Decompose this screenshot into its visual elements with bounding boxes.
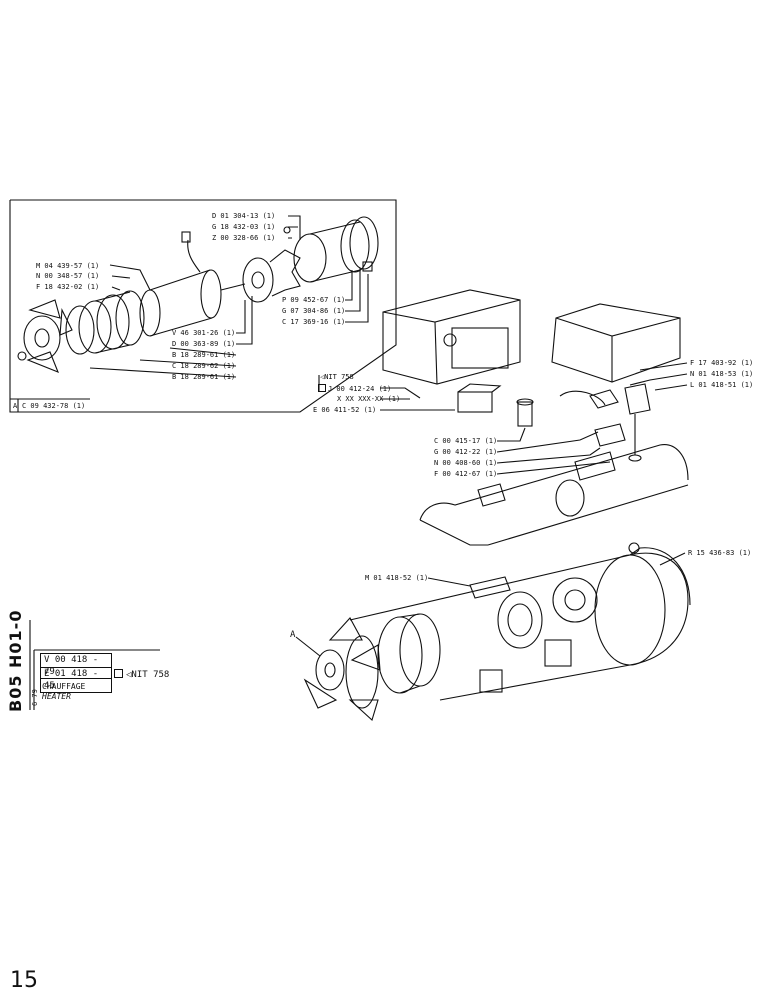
inset-part-p09452: P 09 452-67 (1)	[282, 296, 346, 304]
inset-part-z00328: Z 00 328-66 (1)	[212, 234, 276, 242]
part-l01418: L 01 418-51 (1)	[690, 381, 754, 389]
part-r15436: R 15 436-83 (1)	[688, 549, 752, 557]
main-heater-assembly	[295, 289, 691, 721]
nit-note-top-text: NIT 758	[324, 373, 354, 381]
inset-part-f18432: F 18 432-02 (1)	[36, 283, 100, 291]
inset-fan-motor	[17, 215, 379, 378]
part-f17403: F 17 403-92 (1)	[690, 359, 754, 367]
part-j00412-text: J 00 412-24 (1)	[328, 385, 392, 393]
part-j00412: J 00 412-24 (1)	[318, 384, 391, 393]
inset-part-c18289: C 18 289-62 (1)	[172, 362, 236, 370]
drawing-code: B05 H01-0	[6, 609, 25, 712]
part-c00415: C 00 415-17 (1)	[434, 437, 498, 445]
boxed-marker-icon	[318, 384, 326, 392]
ref-e01418: E 01 418 - 45	[40, 667, 112, 693]
inset-part-v46301: V 46 301-26 (1)	[172, 329, 236, 337]
ref-v00418: V 00 418 - 79	[40, 653, 112, 679]
assembly-a-label: A	[290, 630, 296, 640]
inset-part-g18432: G 18 432-03 (1)	[212, 223, 276, 231]
part-f00412: F 00 412-67 (1)	[434, 470, 498, 478]
part-e06411: E 06 411-52 (1)	[313, 406, 377, 414]
inset-part-m04439: M 04 439-57 (1)	[36, 262, 100, 270]
inset-corner-letter: A	[13, 402, 18, 410]
inset-frame	[9, 199, 397, 413]
nit-note-title: ◁NIT 758	[114, 669, 169, 680]
part-m01418: M 01 418-52 (1)	[365, 574, 429, 582]
nit-note-title-text: NIT 758	[131, 670, 170, 680]
inset-part-d00363: D 00 363-89 (1)	[172, 340, 236, 348]
title-english: HEATER	[42, 692, 71, 701]
inset-part-b18289-a: B 18 289-61 (1)	[172, 351, 236, 359]
boxed-marker-icon	[114, 669, 123, 678]
inset-assembly-ref: C 09 432-78 (1)	[22, 402, 86, 410]
title-french: CHAUFFAGE	[42, 682, 86, 691]
part-xxx: X XX XXX-XX (1)	[337, 395, 401, 403]
part-n01418: N 01 418-53 (1)	[690, 370, 754, 378]
nit-note-top: ◁NIT 758	[320, 373, 354, 381]
inset-part-d01304: D 01 304-13 (1)	[212, 212, 276, 220]
title-block-frame	[29, 620, 160, 710]
page-number: 15	[10, 968, 38, 993]
drawing-date: 6 79	[31, 689, 39, 706]
part-n00408: N 00 408-60 (1)	[434, 459, 498, 467]
inset-part-n00348: N 00 348-57 (1)	[36, 272, 100, 280]
inset-part-b18289-b: B 18 289-61 (1)	[172, 373, 236, 381]
inset-part-g07304: G 07 304-86 (1)	[282, 307, 346, 315]
inset-part-c17369: C 17 369-16 (1)	[282, 318, 346, 326]
part-g00412: G 00 412-22 (1)	[434, 448, 498, 456]
